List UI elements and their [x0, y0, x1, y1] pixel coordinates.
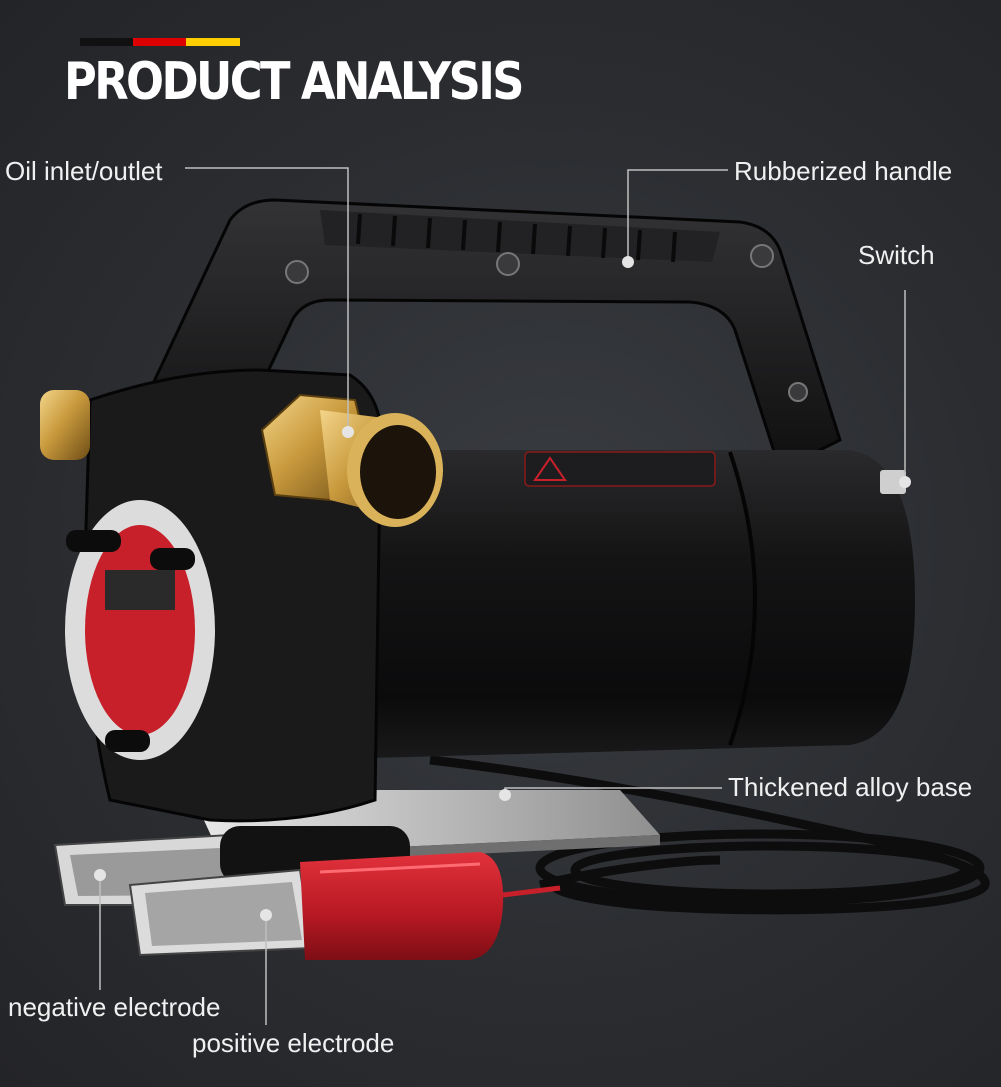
leader-lines — [99, 167, 906, 1025]
flag-stripe-black — [80, 38, 133, 46]
flag-stripe-gold — [186, 38, 240, 46]
rubberized-handle — [147, 198, 842, 473]
callout-oil-inlet: Oil inlet/outlet — [5, 156, 163, 186]
motor-body — [300, 450, 915, 760]
positive-clamp — [128, 852, 561, 960]
callout-dots — [94, 256, 911, 921]
callout-base: Thickened alloy base — [728, 772, 973, 802]
callout-positive-electrode: positive electrode — [192, 1028, 395, 1058]
oil-outlet — [260, 393, 443, 527]
page-title: PRODUCT ANALYSIS — [64, 52, 524, 112]
flag-stripe-red — [133, 38, 186, 46]
callout-handle: Rubberized handle — [734, 156, 953, 186]
callout-negative-electrode: negative electrode — [8, 992, 221, 1022]
callout-switch: Switch — [858, 240, 935, 270]
